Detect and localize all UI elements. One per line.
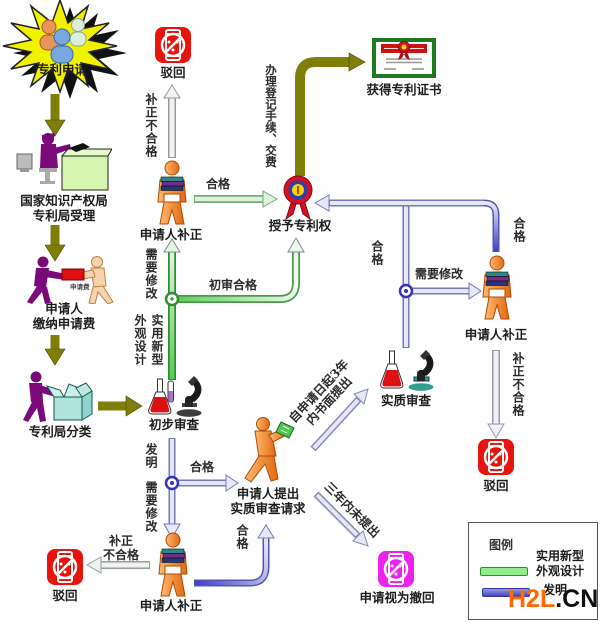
fee-tag: 申请费 xyxy=(70,283,90,291)
node-label-withdrawn: 申请视为撤回 xyxy=(359,590,435,605)
patent-office-clerk-icon xyxy=(14,128,113,198)
node-label-reject-top: 驳回 xyxy=(160,65,186,80)
applicant-correction-bottom-icon xyxy=(151,532,195,602)
edge-label-need-fix-invention: 需要修改 xyxy=(144,481,158,533)
node-label-office: 国家知识产权局 专利局受理 xyxy=(20,193,108,223)
legend-blue-swatch xyxy=(482,588,530,597)
edge-label-prelim-ok: 初审合格 xyxy=(208,278,257,292)
legend-blue-label: 发明 xyxy=(542,583,567,597)
reject-bottom-icon xyxy=(46,546,84,592)
watermark-tld: .CN xyxy=(555,585,599,613)
edge-label-ok-substantive: 合格 xyxy=(370,240,384,266)
node-label-apply: 专利申请 xyxy=(36,62,87,77)
legend-box: 图例 实用新型 外观设计 发明 xyxy=(468,522,598,620)
node-label-reject-bottom: 驳回 xyxy=(52,588,78,603)
node-label-grant: 授予专利权 xyxy=(268,218,332,233)
node-label-fix-right: 申请人补正 xyxy=(464,327,528,342)
node-label-pay: 申请人 缴纳申请费 xyxy=(32,301,96,331)
substantive-exam-icon xyxy=(376,348,436,396)
edge-label-utility: 实用新型 xyxy=(150,314,164,366)
legend-title: 图例 xyxy=(489,538,514,552)
edge-label-need-fix-substantive: 需要修改 xyxy=(414,267,463,281)
node-label-certificate: 获得专利证书 xyxy=(366,82,442,97)
withdrawn-icon xyxy=(376,548,416,594)
edge-label-fix-fail-top: 补正不合格 xyxy=(144,92,158,158)
patent-application-starburst-icon xyxy=(2,0,128,108)
node-label-request: 申请人提出 实质审查请求 xyxy=(230,486,306,516)
reject-right-icon xyxy=(477,436,515,482)
node-label-reject-right: 驳回 xyxy=(483,478,509,493)
edge-label-need-fix-mid: 需要修改 xyxy=(144,248,158,300)
edge-label-ok-bottom: 合格 xyxy=(235,524,249,550)
applicant-correction-mid-icon xyxy=(150,160,194,230)
reject-top-icon xyxy=(154,24,192,70)
h2l-watermark: H2L.CN xyxy=(508,585,598,614)
edge-label-ok-mid: 合格 xyxy=(205,177,230,191)
legend-green-swatch xyxy=(480,567,528,576)
edge-label-fix-fail-left: 补正 不合格 xyxy=(102,534,139,562)
grant-medal-icon xyxy=(280,174,316,226)
applicants-group-icon xyxy=(39,18,87,64)
edge-label-ok-invention: 合格 xyxy=(189,460,214,474)
edge-label-invention: 发明 xyxy=(144,443,158,469)
node-label-classify: 专利局分类 xyxy=(28,424,92,439)
preliminary-exam-icon xyxy=(144,376,204,422)
edge-label-register-pay: 办理登记手续、交费 xyxy=(264,64,278,168)
patent-certificate-icon xyxy=(372,38,436,82)
node-label-fix-mid: 申请人补正 xyxy=(139,227,203,242)
edge-label-ok-right: 合格 xyxy=(512,217,526,243)
request-substantive-exam-icon xyxy=(238,416,296,488)
edge-label-fix-fail-right: 补正不合格 xyxy=(511,351,525,417)
node-label-prelim: 初步审查 xyxy=(148,417,199,432)
legend-green-label: 实用新型 外观设计 xyxy=(535,549,584,578)
node-label-fix-bottom: 申请人补正 xyxy=(139,598,203,613)
pay-fee-icon xyxy=(22,256,122,308)
watermark-brand: H2L xyxy=(508,585,556,613)
node-label-substantive: 实质审查 xyxy=(380,393,431,408)
classification-icon xyxy=(20,370,98,430)
edge-label-design: 外观设计 xyxy=(133,314,147,366)
applicant-correction-right-icon xyxy=(475,252,519,328)
